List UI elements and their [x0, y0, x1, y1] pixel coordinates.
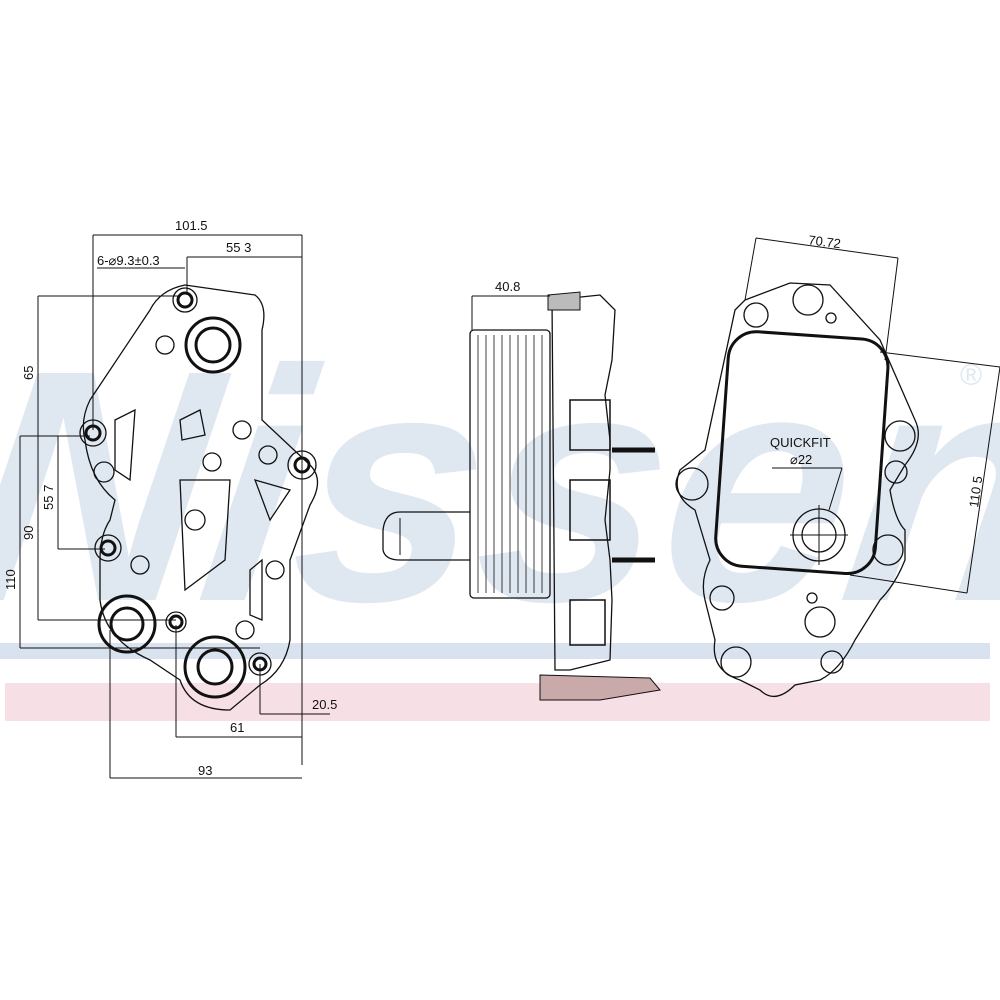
connector-diameter: ⌀22 [790, 452, 812, 467]
dim-overall-width: 101.5 [175, 218, 208, 233]
dim-61: 61 [230, 720, 244, 735]
watermark: Nissens ® [0, 302, 1000, 721]
dim-20-5: 20.5 [312, 697, 337, 712]
dim-110: 110 [3, 569, 18, 590]
side-view: 40.8 [382, 279, 661, 701]
dim-depth: 40.8 [495, 279, 520, 294]
watermark-band-pink [5, 683, 990, 721]
watermark-text: Nissens [0, 302, 1000, 670]
dim-holes-spec: 6-⌀9.3±0.3 [97, 253, 160, 268]
dim-93: 93 [198, 763, 212, 778]
connector-label: QUICKFIT [770, 435, 831, 450]
dim-rear-width: 70.72 [808, 232, 842, 251]
rear-view: 70.72 110 5 QUICKFIT ⌀22 [675, 232, 1000, 697]
watermark-band-blue [0, 643, 990, 659]
front-dimensions: 101.5 55 3 6-⌀9.3±0.3 65 55 7 90 110 20.… [3, 218, 337, 779]
dim-90: 90 [21, 526, 36, 540]
dim-hole-offset: 55 3 [226, 240, 251, 255]
dim-65: 65 [21, 366, 36, 380]
front-view: 101.5 55 3 6-⌀9.3±0.3 65 55 7 90 110 20.… [3, 218, 337, 779]
registered-mark: ® [960, 359, 982, 392]
dim-55-7: 55 7 [41, 485, 56, 510]
dim-rear-height: 110 5 [966, 475, 985, 508]
